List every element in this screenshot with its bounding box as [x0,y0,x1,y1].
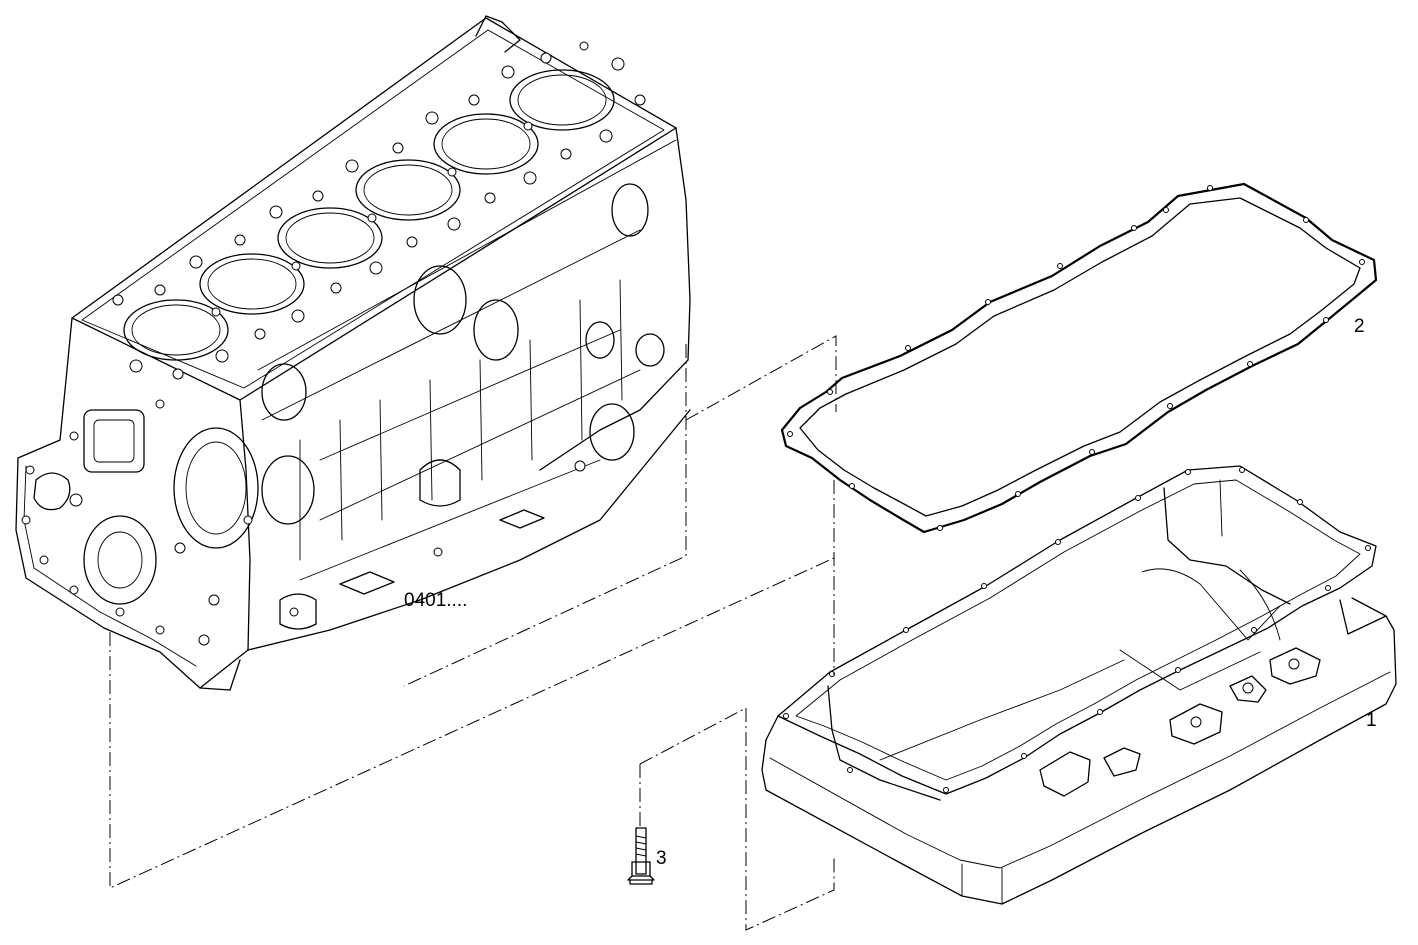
assembly-lines [109,335,837,931]
deck-holes [112,41,646,380]
part-1-label: 1 [1366,710,1377,731]
oil-pan-icon [761,465,1397,905]
part-3-label: 3 [656,848,667,869]
ref-block-label: 0401.... [404,590,467,611]
engine-block-icon [15,15,691,691]
oil-pan-gasket-icon [780,182,1378,534]
cylinder-bores [123,69,615,361]
part-2-label: 2 [1354,316,1365,337]
bolt-icon [627,827,655,885]
